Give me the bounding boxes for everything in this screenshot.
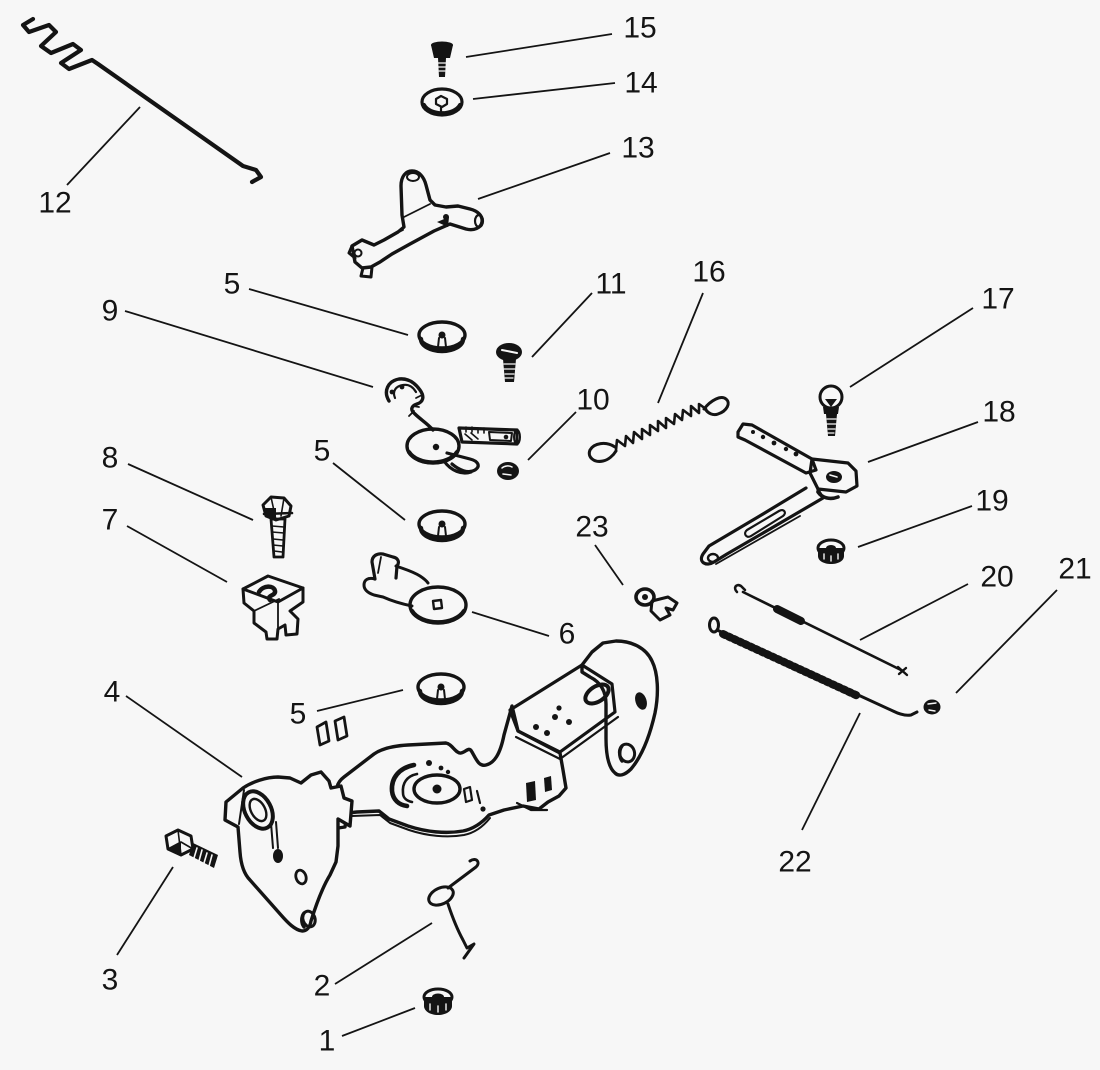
callout-label-16-17: 16 bbox=[692, 256, 725, 289]
part-18-governor-lever bbox=[699, 422, 859, 566]
callout-leader-9-10 bbox=[124, 310, 374, 388]
part-4-control-bracket bbox=[223, 639, 660, 933]
callout-leader-1-0 bbox=[341, 1007, 416, 1037]
part-23-swivel bbox=[634, 587, 679, 622]
callout-label-1-0: 1 bbox=[319, 1025, 336, 1058]
part-2-wire-link bbox=[427, 858, 480, 960]
callout-leader-20-21 bbox=[859, 583, 969, 641]
callout-leader-11-12 bbox=[531, 292, 593, 358]
callout-label-4-3: 4 bbox=[104, 676, 121, 709]
part-21-nut bbox=[923, 699, 941, 715]
callout-label-20-21: 20 bbox=[980, 561, 1013, 594]
callout-label-17-18: 17 bbox=[981, 283, 1014, 316]
callout-label-7-8: 7 bbox=[102, 504, 119, 537]
callout-label-18-19: 18 bbox=[982, 396, 1015, 429]
callout-label-9-10: 9 bbox=[102, 295, 119, 328]
callout-label-14-15: 14 bbox=[624, 67, 657, 100]
part-13-bracket bbox=[347, 169, 485, 279]
callout-label-5-4: 5 bbox=[224, 268, 241, 301]
callout-label-15-16: 15 bbox=[623, 12, 656, 45]
callout-leader-3-2 bbox=[116, 866, 174, 956]
callout-label-23-24: 23 bbox=[575, 511, 608, 544]
part-1-nut bbox=[422, 987, 454, 1015]
part-5-washer-top bbox=[417, 320, 467, 354]
callout-leader-15-16 bbox=[465, 33, 613, 58]
part-8-bolt bbox=[261, 495, 294, 559]
callout-label-12-13: 12 bbox=[38, 187, 71, 220]
part-5-washer-bottom bbox=[416, 672, 466, 706]
callout-label-10-11: 10 bbox=[576, 384, 609, 417]
part-11-screw bbox=[496, 343, 522, 382]
part-19-nut bbox=[816, 538, 846, 564]
part-16-spring bbox=[587, 396, 730, 463]
callout-leader-13-14 bbox=[477, 152, 611, 200]
callout-leader-12-13 bbox=[66, 106, 141, 186]
callout-leader-19-20 bbox=[857, 505, 973, 548]
callout-label-5-6: 5 bbox=[290, 698, 307, 731]
callout-leader-10-11 bbox=[527, 411, 577, 461]
callout-leader-7-8 bbox=[126, 525, 228, 583]
callout-leader-6-7 bbox=[471, 611, 550, 637]
callout-leader-2-1 bbox=[334, 922, 433, 985]
part-3-bolt bbox=[164, 828, 218, 868]
part-15-screw bbox=[431, 41, 453, 77]
callout-leader-18-19 bbox=[867, 421, 979, 463]
callout-leader-16-17 bbox=[657, 292, 704, 404]
callout-label-5-5: 5 bbox=[314, 435, 331, 468]
part-22-rod bbox=[708, 616, 919, 717]
callout-leader-4-3 bbox=[125, 695, 243, 778]
part-14-washer bbox=[420, 87, 464, 117]
callout-label-6-7: 6 bbox=[559, 618, 576, 651]
callout-leader-22-23 bbox=[801, 712, 861, 831]
callout-leader-23-24 bbox=[594, 544, 624, 586]
callout-label-22-23: 22 bbox=[778, 846, 811, 879]
part-12-rod bbox=[20, 16, 264, 185]
callout-leader-5-5 bbox=[332, 462, 406, 521]
callout-label-11-12: 11 bbox=[595, 268, 626, 301]
part-17-screw bbox=[818, 384, 844, 436]
part-6-lever bbox=[362, 552, 468, 625]
callout-label-21-22: 21 bbox=[1058, 553, 1091, 586]
callout-leader-5-6 bbox=[316, 689, 404, 712]
callout-label-3-2: 3 bbox=[102, 964, 119, 997]
callout-label-2-1: 2 bbox=[314, 970, 331, 1003]
callout-label-13-14: 13 bbox=[621, 132, 654, 165]
callout-leader-8-9 bbox=[127, 463, 254, 521]
callout-leader-21-22 bbox=[955, 589, 1058, 694]
callout-label-8-9: 8 bbox=[102, 442, 119, 475]
callout-leader-17-18 bbox=[849, 307, 974, 388]
callout-label-19-20: 19 bbox=[975, 485, 1008, 518]
part-20-rod bbox=[733, 583, 909, 677]
callout-leader-5-4 bbox=[248, 288, 409, 336]
part-5-washer-middle bbox=[417, 509, 467, 543]
part-7-clip bbox=[241, 574, 305, 641]
part-9-lever-assembly bbox=[384, 377, 521, 475]
part-10-nut bbox=[497, 462, 519, 480]
callout-leader-14-15 bbox=[472, 82, 616, 100]
